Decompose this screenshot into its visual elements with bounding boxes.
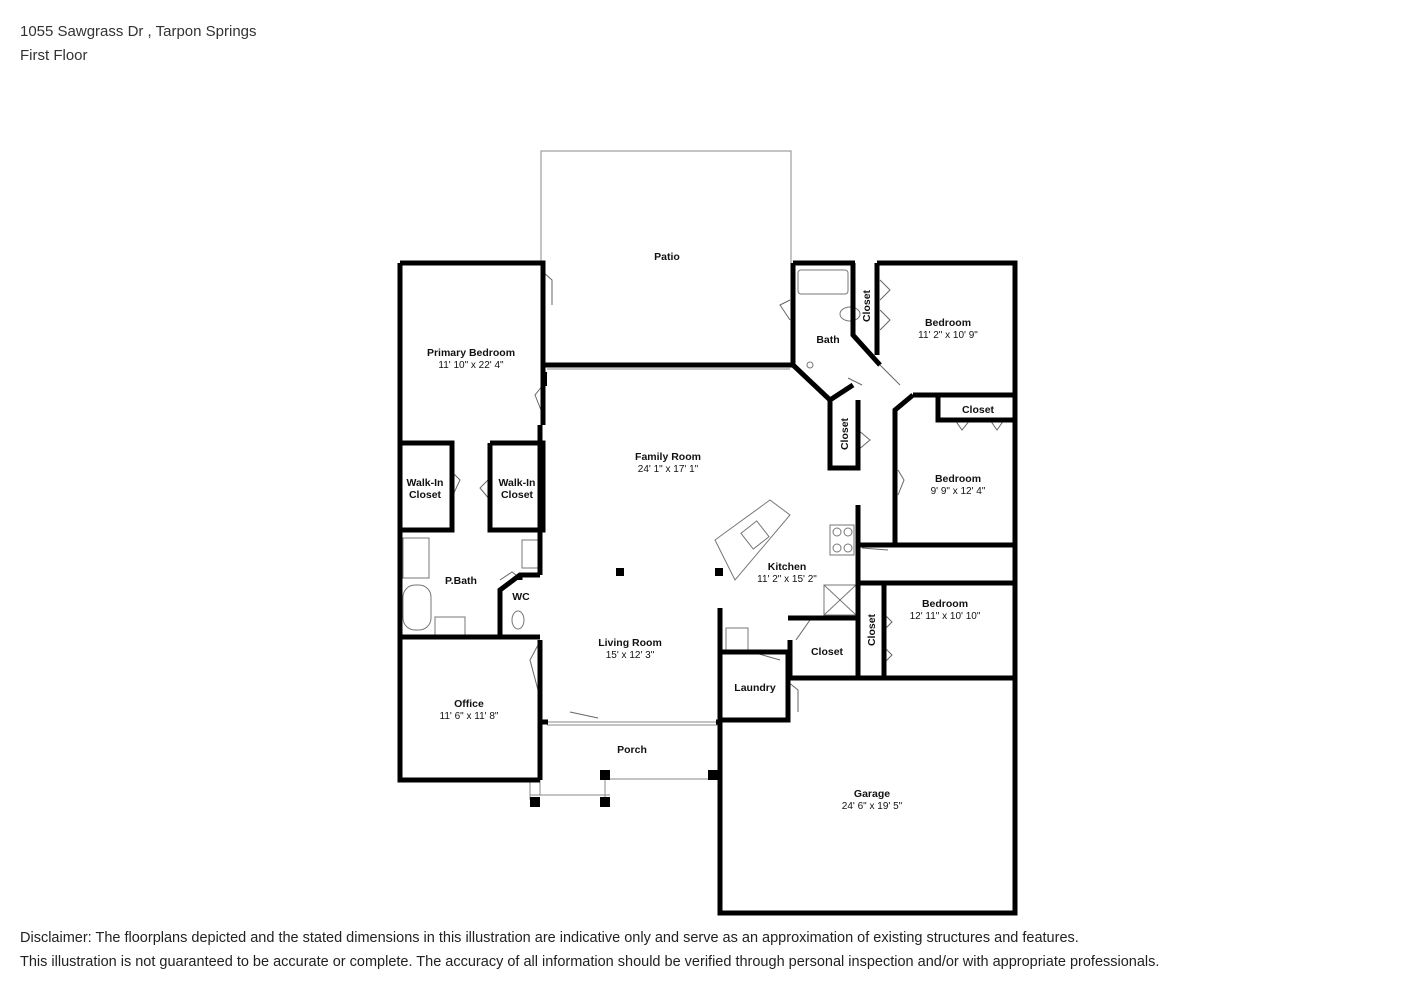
floor-label: First Floor xyxy=(20,47,88,64)
fixtures xyxy=(402,269,861,651)
bath-label: Bath xyxy=(816,334,839,346)
patio-label: Patio xyxy=(654,251,680,263)
bedroom1-label: Bedroom xyxy=(925,317,971,329)
living-room-label: Living Room xyxy=(598,637,662,649)
walls xyxy=(397,260,1018,916)
columns xyxy=(530,372,723,807)
kitchen-label: Kitchen xyxy=(768,561,807,573)
porch-label: Porch xyxy=(617,744,647,756)
walkin-closet-right-line1: Walk-In xyxy=(499,477,536,489)
bedroom1-closet-label: Closet xyxy=(861,289,873,322)
bedroom2-closet-label: Closet xyxy=(962,404,995,416)
bedroom2-dims: 9' 9" x 12' 4" xyxy=(931,486,986,497)
wc-label: WC xyxy=(512,591,530,603)
kitchen-dims: 11' 2" x 15' 2" xyxy=(757,574,817,585)
garage-dims: 24' 6" x 19' 5" xyxy=(842,801,903,812)
bedroom1-dims: 11' 2" x 10' 9" xyxy=(918,330,978,341)
disclaimer-line-1: Disclaimer: The floorplans depicted and … xyxy=(20,930,1079,946)
garage-label: Garage xyxy=(854,788,890,800)
doors xyxy=(451,271,1005,719)
primary-bedroom-label: Primary Bedroom xyxy=(427,347,515,359)
office-dims: 11' 6" x 11' 8" xyxy=(440,711,499,722)
bedroom3-label: Bedroom xyxy=(922,598,968,610)
bedroom2-label: Bedroom xyxy=(935,473,981,485)
hall-closet-label: Closet xyxy=(811,646,844,658)
walkin-closet-left-line1: Walk-In xyxy=(407,477,444,489)
family-room-dims: 24' 1" x 17' 1" xyxy=(638,464,699,475)
bedroom3-closet-label: Closet xyxy=(866,613,878,646)
walkin-closet-right-line2: Closet xyxy=(501,489,534,501)
address-title: 1055 Sawgrass Dr , Tarpon Springs xyxy=(20,23,257,40)
pbath-label: P.Bath xyxy=(445,575,477,587)
living-room-dims: 15' x 12' 3" xyxy=(606,650,655,661)
primary-bedroom-dims: 11' 10" x 22' 4" xyxy=(438,360,504,371)
family-room-label: Family Room xyxy=(635,451,701,463)
bedroom3-dims: 12' 11" x 10' 10" xyxy=(910,611,981,622)
laundry-label: Laundry xyxy=(734,682,776,694)
disclaimer-line-2: This illustration is not guaranteed to b… xyxy=(20,954,1160,970)
hall-closet-vertical-label: Closet xyxy=(839,417,851,450)
patio-outline xyxy=(540,150,792,365)
room-labels: Patio Primary Bedroom 11' 10" x 22' 4" W… xyxy=(407,251,995,812)
office-label: Office xyxy=(454,698,484,710)
walkin-closet-left-line2: Closet xyxy=(409,489,442,501)
